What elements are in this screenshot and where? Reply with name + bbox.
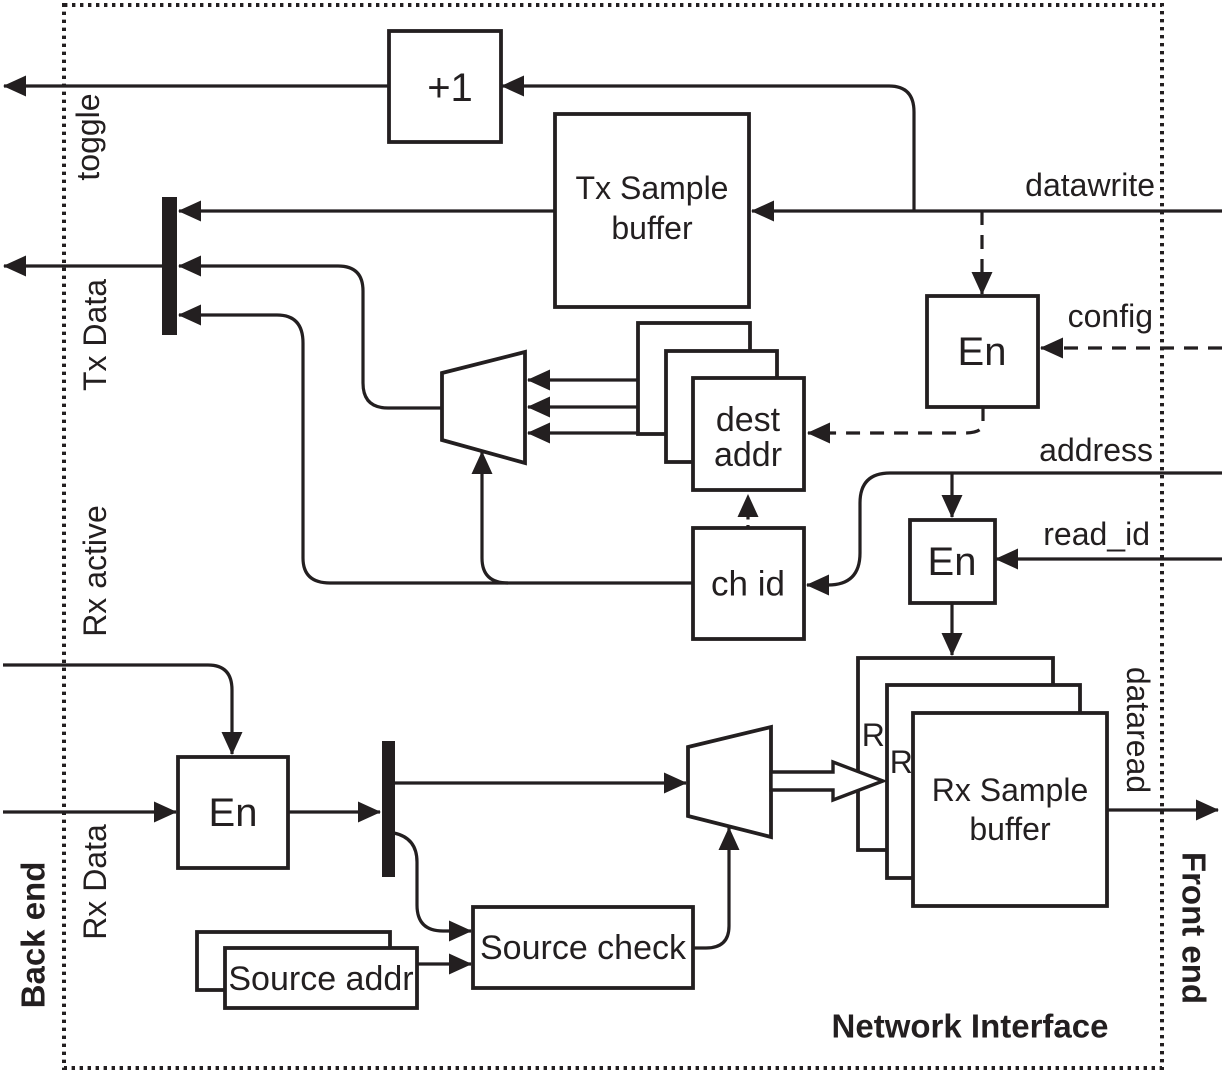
- rx-bus-bar: [382, 741, 395, 877]
- rx-active-label: Rx active: [77, 505, 113, 637]
- ch-id-block: ch id: [691, 526, 806, 641]
- datawrite-label: datawrite: [1025, 167, 1155, 203]
- tx-sample-buffer-box: [553, 112, 751, 309]
- back-end-label: Back end: [15, 862, 52, 1009]
- rxmux-to-buffer-wide-arrow: [769, 759, 888, 803]
- toggle-label: toggle: [70, 93, 106, 180]
- rx-sample-buffer-label-1: Rx Sample: [932, 772, 1089, 808]
- tx-bus-bar: [162, 197, 177, 335]
- tx-data-label: Tx Data: [77, 279, 113, 391]
- rx-sample-buffer-stack: Rx Sample buffer Rx Sample buffer Rx Sam…: [856, 656, 1109, 908]
- dest-addr-stack: dest addr: [636, 321, 806, 492]
- address-label: address: [1039, 432, 1153, 468]
- read-enable-label: En: [928, 540, 977, 584]
- tx-sample-buffer-block: Tx Sample buffer: [553, 112, 751, 309]
- source-check-box: [471, 905, 695, 990]
- source-addr-box-front: [223, 946, 419, 1010]
- dest-addr-label-2: addr: [714, 436, 782, 474]
- tx-sample-buffer-label-2: buffer: [611, 210, 693, 246]
- tx-mux: [440, 349, 527, 466]
- rx-sample-buffer-box-front: [911, 711, 1109, 908]
- plus-one-block: +1: [387, 29, 503, 144]
- source-addr-label: Source addr: [228, 960, 413, 998]
- config-enable-box: [925, 294, 1040, 409]
- tx-sample-buffer-label-1: Tx Sample: [576, 170, 729, 206]
- wire-datawrite-to-plus-one: [501, 75, 916, 211]
- ch-id-box: [691, 526, 806, 641]
- wire-txmux-select: [471, 451, 509, 585]
- wire-en-to-destaddr-dashed: [807, 407, 985, 444]
- rx-enable-box: [176, 755, 290, 870]
- config-enable-block: En: [925, 294, 1040, 409]
- config-enable-label: En: [958, 330, 1007, 374]
- source-check-block: Source check: [471, 905, 695, 990]
- wire-rxmux-select: [693, 827, 740, 950]
- wire-chid-to-bar: [178, 304, 693, 585]
- rx-data-label: Rx Data: [77, 824, 113, 940]
- wire-rxbar-to-sourcecheck: [393, 831, 472, 942]
- dest-addr-box-front: [691, 376, 806, 492]
- rx-mux: [686, 724, 773, 840]
- read-id-label: read_id: [1043, 516, 1150, 552]
- read-enable-block: En: [908, 518, 997, 605]
- wire-address: [806, 471, 1222, 596]
- rx-enable-block: En: [176, 755, 290, 870]
- plus-one-box: [387, 29, 503, 144]
- plus-one-label: +1: [427, 66, 473, 110]
- wire-txmux-to-bar: [178, 255, 442, 410]
- front-end-label: Front end: [1176, 852, 1213, 1004]
- source-addr-stack: Source addr: [195, 930, 419, 1010]
- config-label: config: [1068, 298, 1153, 334]
- dest-addr-label-1: dest: [716, 401, 781, 439]
- wire-rx-active: [3, 663, 243, 755]
- network-interface-title: Network Interface: [832, 1008, 1109, 1045]
- source-check-label: Source check: [480, 929, 687, 967]
- read-enable-box: [908, 518, 997, 605]
- dataread-label: dataread: [1120, 667, 1156, 793]
- rx-enable-label: En: [209, 791, 258, 835]
- ch-id-label: ch id: [711, 565, 785, 604]
- rx-sample-buffer-label-2: buffer: [969, 811, 1051, 847]
